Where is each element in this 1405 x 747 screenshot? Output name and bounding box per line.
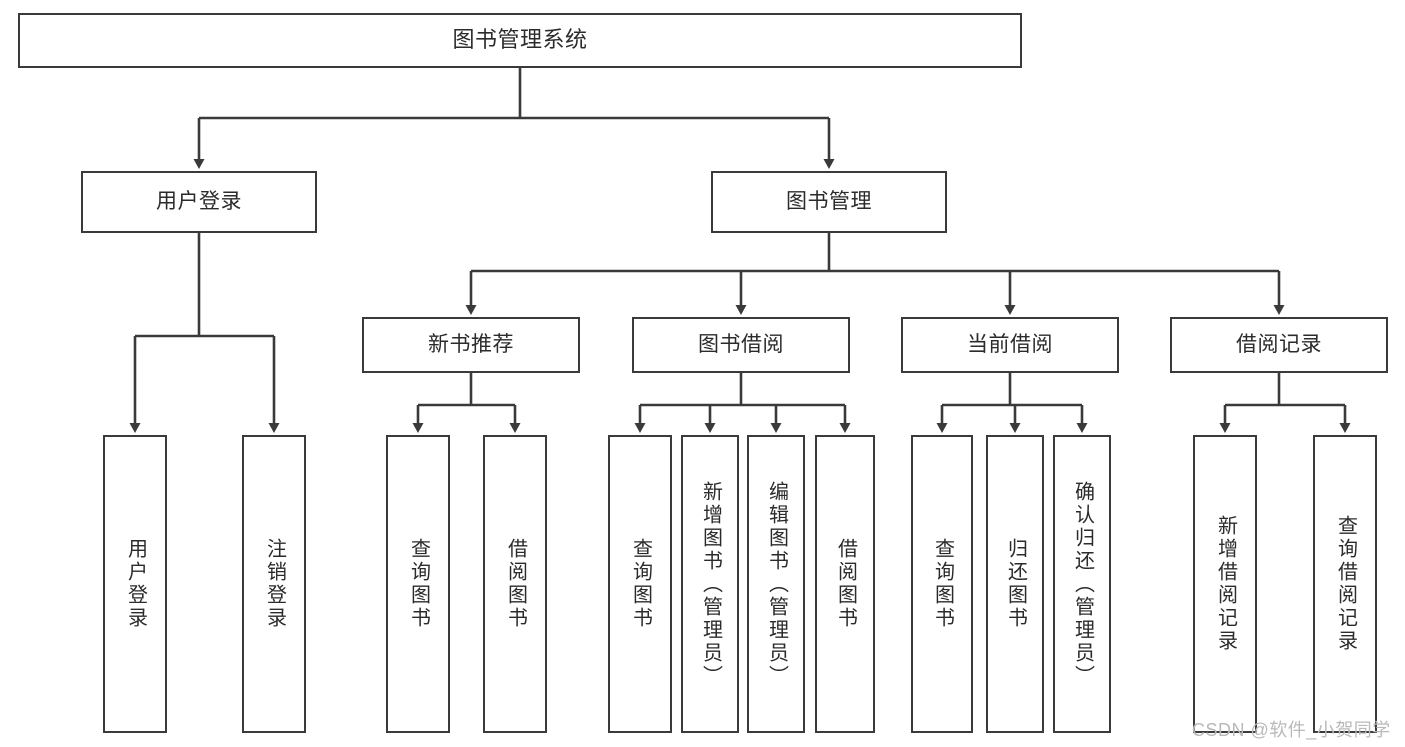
node-label: 借阅图书 <box>834 538 857 630</box>
node-new-book-recommend[interactable]: 新书推荐 <box>362 317 580 373</box>
node-leaf-user-logout[interactable]: 注销登录 <box>242 435 306 733</box>
node-label: 当前借阅 <box>967 333 1053 357</box>
node-root[interactable]: 图书管理系统 <box>18 13 1022 68</box>
node-leaf-add-record[interactable]: 新增借阅记录 <box>1193 435 1257 733</box>
node-leaf-borrow-book-1[interactable]: 借阅图书 <box>483 435 547 733</box>
node-label: 新增借阅记录 <box>1214 515 1237 653</box>
node-book-borrow[interactable]: 图书借阅 <box>632 317 850 373</box>
node-label: 查询图书 <box>931 538 954 630</box>
node-leaf-return-book[interactable]: 归还图书 <box>986 435 1044 733</box>
node-label: 查询借阅记录 <box>1334 515 1357 653</box>
node-current-borrow[interactable]: 当前借阅 <box>901 317 1119 373</box>
node-label: 查询图书 <box>407 538 430 630</box>
node-leaf-query-book-2[interactable]: 查询图书 <box>608 435 672 733</box>
node-leaf-confirm-return[interactable]: 确认归还（管理员） <box>1053 435 1111 733</box>
node-label: 图书借阅 <box>698 333 784 357</box>
node-borrow-record[interactable]: 借阅记录 <box>1170 317 1388 373</box>
node-leaf-user-login[interactable]: 用户登录 <box>103 435 167 733</box>
node-label: 借阅图书 <box>504 538 527 630</box>
node-label: 编辑图书（管理员） <box>765 480 788 688</box>
node-label: 新书推荐 <box>428 333 514 357</box>
node-leaf-add-book[interactable]: 新增图书（管理员） <box>681 435 739 733</box>
node-label: 图书管理系统 <box>452 27 588 53</box>
node-book-manage[interactable]: 图书管理 <box>711 171 947 233</box>
node-label: 用户登录 <box>156 190 242 214</box>
node-leaf-edit-book[interactable]: 编辑图书（管理员） <box>747 435 805 733</box>
node-label: 新增图书（管理员） <box>699 480 722 688</box>
node-label: 查询图书 <box>629 538 652 630</box>
node-label: 归还图书 <box>1004 538 1027 630</box>
node-user-login[interactable]: 用户登录 <box>81 171 317 233</box>
node-label: 借阅记录 <box>1236 333 1322 357</box>
node-leaf-query-book-1[interactable]: 查询图书 <box>386 435 450 733</box>
node-leaf-query-book-3[interactable]: 查询图书 <box>911 435 973 733</box>
node-label: 用户登录 <box>124 538 147 630</box>
node-leaf-query-record[interactable]: 查询借阅记录 <box>1313 435 1377 733</box>
watermark: CSDN @软件_小贺同学 <box>1192 720 1391 740</box>
node-label: 确认归还（管理员） <box>1071 480 1094 688</box>
node-leaf-borrow-book-2[interactable]: 借阅图书 <box>815 435 875 733</box>
node-label: 图书管理 <box>786 190 872 214</box>
node-label: 注销登录 <box>263 538 286 630</box>
